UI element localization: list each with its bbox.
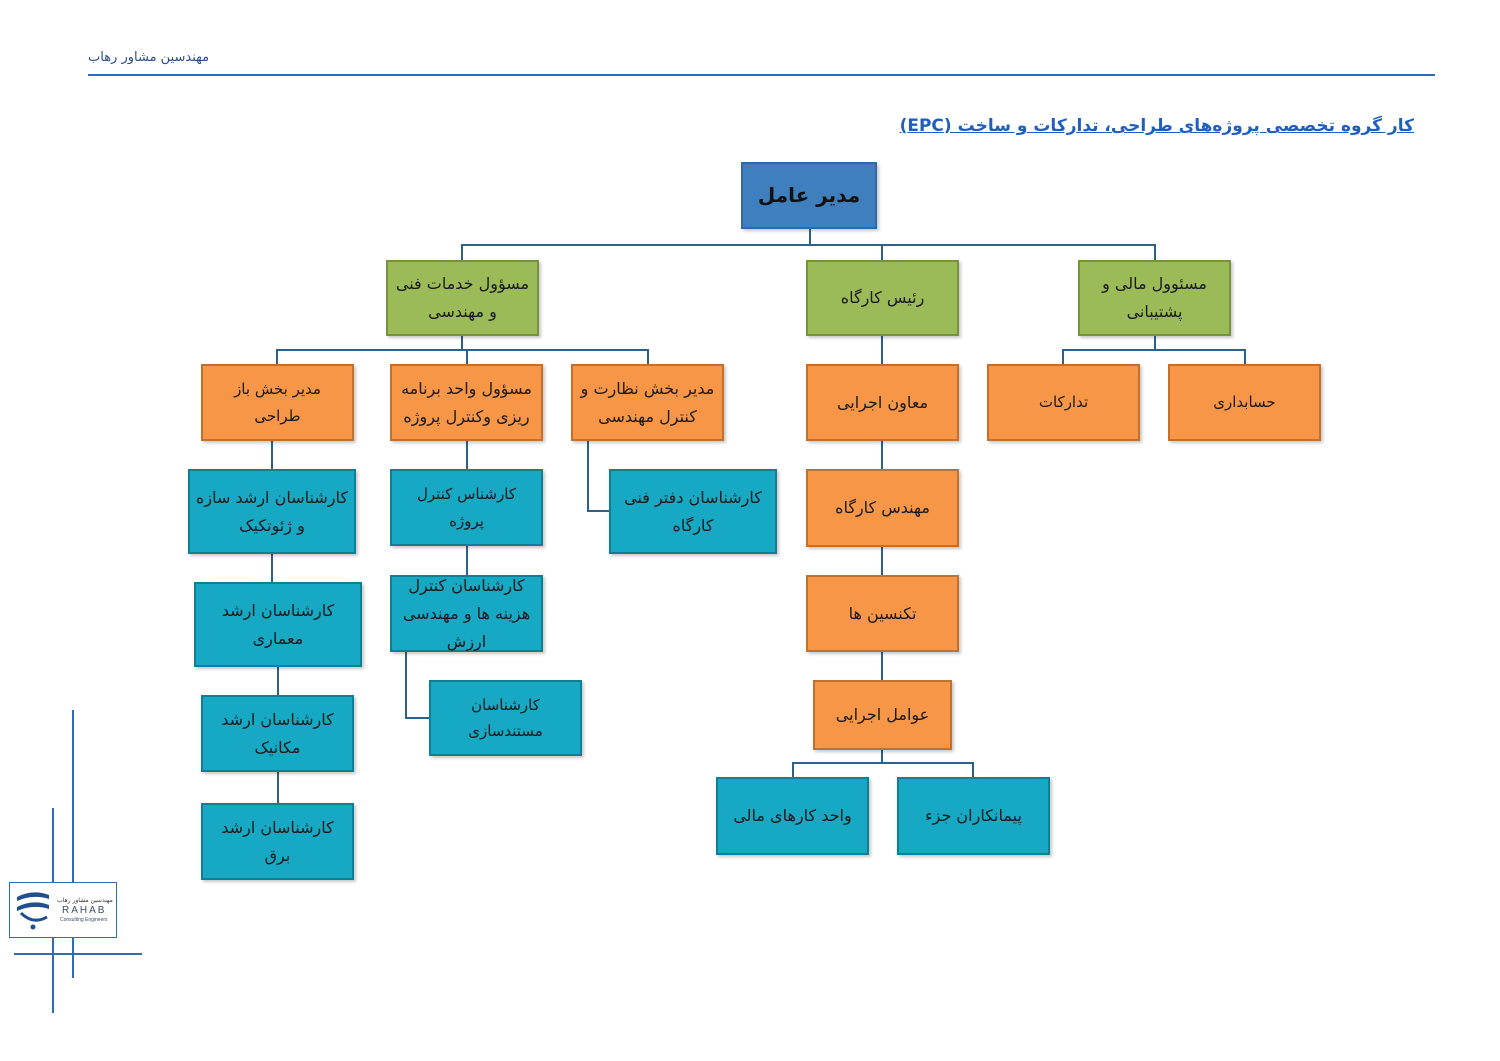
connector-level1-bus <box>461 244 1156 260</box>
org-node-ceo: مدیر عامل <box>741 162 877 229</box>
org-node-sr-mechanical: کارشناسان ارشد مکانیک <box>201 695 354 772</box>
org-node-site-engineer: مهندس کارگاه <box>806 469 959 547</box>
org-node-procurement: تدارکات <box>987 364 1140 441</box>
logo-subtext: Consulting Engineers <box>60 917 108 923</box>
corner-line-h <box>14 953 142 955</box>
org-node-documentation-experts: کارشناسان مستندسازی <box>429 680 582 756</box>
logo-text-fa: مهندسین مشاور رهاب <box>57 897 113 904</box>
org-node-exec-agents: عوامل اجرایی <box>813 680 952 750</box>
org-node-planning-control: مسؤول واحد برنامه ریزی وکنترل پروژه <box>390 364 543 441</box>
org-node-sr-electrical: کارشناسان ارشد برق <box>201 803 354 880</box>
connector-tech-bus <box>276 349 649 364</box>
org-node-subcontractors: پیمانکاران جزء <box>897 777 1050 855</box>
header-divider <box>88 74 1435 76</box>
page-title: کار گروه تخصصی پروژه‌های طراحی، تدارکات … <box>899 116 1414 136</box>
org-node-design-review-mgr: مدیر بخش باز طراحی <box>201 364 354 441</box>
org-node-tech-services: مسؤول خدمات فنی و مهندسی <box>386 260 539 336</box>
org-node-finance-unit: واحد کارهای مالی <box>716 777 869 855</box>
company-name: مهندسین مشاور رهاب <box>88 50 210 65</box>
connector-site-office <box>587 441 609 512</box>
org-node-exec-deputy: معاون اجرایی <box>806 364 959 441</box>
corner-line-v1 <box>72 710 74 978</box>
org-node-site-chief: رئیس کارگاه <box>806 260 959 336</box>
org-node-technicians: تکنسین ها <box>806 575 959 652</box>
org-node-cost-control-experts: کارشناسان کنترل هزینه ها و مهندسی ارزش <box>390 575 543 652</box>
org-node-accounting: حسابداری <box>1168 364 1321 441</box>
org-node-finance-support: مسئوول مالی و پشتیبانی <box>1078 260 1231 336</box>
org-node-supervision-mgr: مدیر بخش نظارت و کنترل مهندسی <box>571 364 724 441</box>
org-node-project-control-expert: کارشناس کنترل پروژه <box>390 469 543 546</box>
connector-finance-bus <box>1062 349 1246 364</box>
logo-text-en: RAHAB <box>62 905 107 916</box>
logo-mark-icon <box>17 892 49 930</box>
company-logo: مهندسین مشاور رهاب RAHAB Consulting Engi… <box>9 882 117 938</box>
connector-exec-bus <box>792 762 974 777</box>
connector-documentation <box>405 652 429 719</box>
org-node-site-office-experts: کارشناسان دفتر فنی کارگاه <box>609 469 777 554</box>
org-node-sr-architecture: کارشناسان ارشد معماری <box>194 582 362 667</box>
org-node-sr-structural: کارشناسان ارشد سازه و ژئوتکیک <box>188 469 356 554</box>
